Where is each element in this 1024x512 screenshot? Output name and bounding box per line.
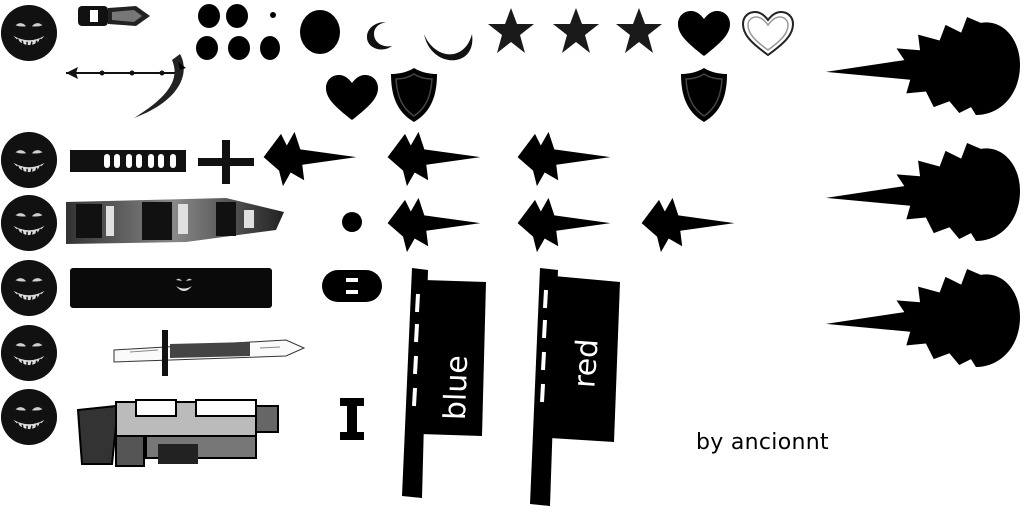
spiky-burst-icon [824,10,1020,120]
spiky-arrowhead-icon [384,130,484,188]
flag-blue: blue [402,268,486,498]
grinning-face-icon [0,4,58,62]
dot-icon [226,4,248,28]
character-banner-image [66,198,284,244]
shield-icon [678,66,730,124]
flag-label: blue [438,355,475,421]
spiky-arrowhead-icon [384,196,484,254]
star-icon [486,6,536,56]
star-icon [551,6,601,56]
crescent-icon [424,34,473,61]
grinning-face-icon [0,324,58,382]
dot-icon [342,212,362,232]
spiky-arrowhead-icon [260,130,360,188]
blaster-gun-icon [76,399,279,467]
grinning-face-icon [0,194,58,252]
flag-red: red [530,268,620,506]
sword-icon [113,330,306,376]
crescent-icon [366,22,392,50]
dot-icon [198,4,220,28]
spiky-arrowhead-icon [514,196,614,254]
dot-icon [228,36,250,60]
spiky-arrowhead-icon [514,130,614,188]
dot-icon [196,36,218,60]
dot-icon [270,12,276,18]
grinning-face-icon [0,388,58,446]
pill-icon [322,270,382,302]
heart-outline-icon [740,10,796,58]
heart-icon [676,10,732,58]
dot-icon [260,36,280,60]
i-beam-icon [340,398,364,440]
spiky-burst-icon [824,136,1020,246]
chain-bar-icon [70,150,186,172]
grin-bar-icon [70,268,272,308]
flag-label: red [567,338,605,390]
scythe-icon [66,54,186,118]
dagger-icon [78,6,150,26]
spiky-arrowhead-icon [638,196,738,254]
plus-icon [198,140,254,184]
grinning-face-icon [0,259,58,317]
star-icon [614,6,664,56]
credit-text: by ancionnt [696,430,829,455]
shield-icon [388,66,440,124]
spiky-burst-icon [824,262,1020,372]
circle-icon [300,10,340,54]
heart-icon [324,74,380,122]
grinning-face-icon [0,131,58,189]
